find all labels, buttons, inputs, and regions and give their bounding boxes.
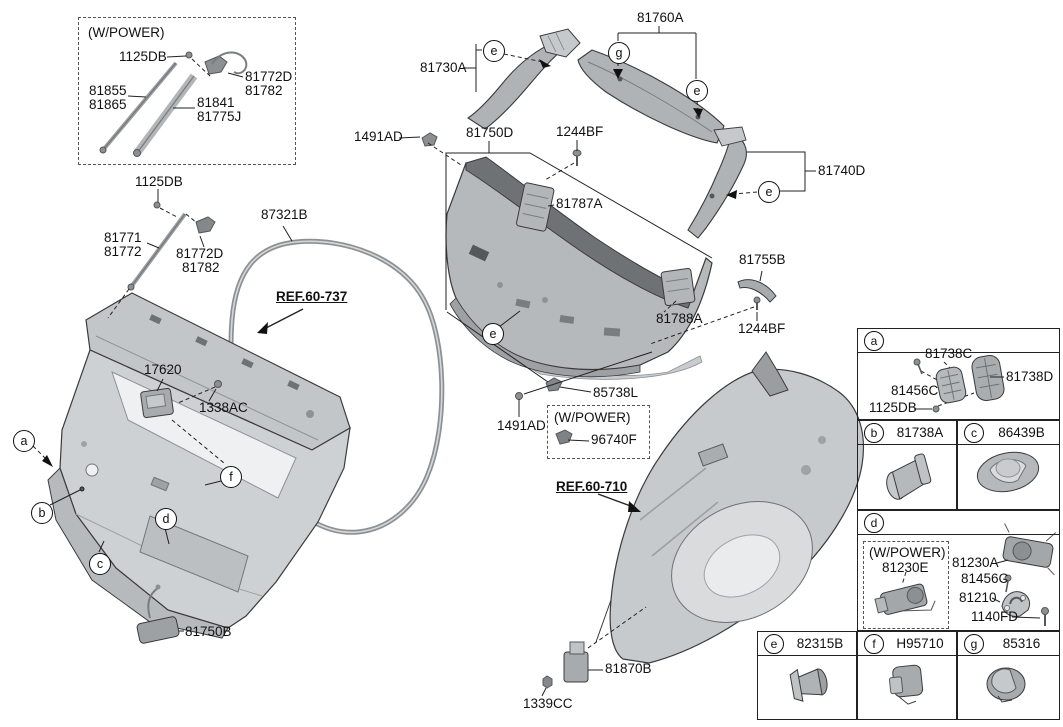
label-H95710: H95710 (896, 636, 944, 651)
label-81782-2: 81782 (182, 260, 220, 275)
callout-c: c (89, 553, 111, 575)
label-81738C: 81738C (925, 346, 973, 361)
label-96740F: 96740F (591, 432, 637, 447)
label-81456C-1: 81456C (891, 383, 939, 398)
tailgate-panel-drawing (47, 292, 351, 639)
label-81738A: 81738A (896, 425, 944, 440)
leader-lines (49, 26, 816, 697)
legend-cell-a: a (857, 328, 1060, 420)
license-lamp-drawing (136, 584, 180, 644)
legend-marker-e: e (764, 633, 784, 654)
legend-cell-c: c 86439B (957, 420, 1060, 510)
power-option-title-3: (W/POWER) (869, 545, 946, 560)
power-option-title-2: (W/POWER) (554, 410, 631, 425)
ref-60-737: REF.60-737 (276, 289, 348, 304)
power-option-box-latch (863, 541, 949, 629)
label-81771: 81771 (104, 230, 142, 245)
label-81230E: 81230E (882, 560, 929, 575)
label-86439B: 86439B (998, 425, 1045, 440)
label-85738L: 85738L (593, 385, 639, 400)
callout-a: a (13, 430, 35, 452)
legend-cell-f: f H95710 (857, 631, 957, 720)
label-81772: 81772 (104, 244, 142, 259)
label-1491AD-1: 1491AD (354, 129, 403, 144)
ref-60-710: REF.60-710 (556, 479, 628, 494)
label-81750B: 81750B (185, 624, 232, 639)
label-1125DB-2: 1125DB (135, 174, 183, 189)
label-81230A: 81230A (952, 555, 999, 570)
label-1140FD: 1140FD (971, 609, 1019, 624)
arrowheads (42, 59, 737, 512)
label-1125DB-1: 1125DB (119, 49, 167, 64)
callout-e-3: e (758, 181, 780, 203)
callout-e-4: e (482, 323, 504, 345)
legend-marker-d: d (864, 512, 884, 533)
tailgate-lifter-drawing (127, 201, 216, 291)
legend-marker-c: c (964, 422, 984, 443)
label-1125DB-3: 1125DB (869, 400, 917, 415)
label-81870B: 81870B (605, 661, 652, 676)
relay-drawing (140, 380, 222, 419)
tailgate-trim-panel-drawing (445, 156, 713, 380)
label-81782-1: 81782 (245, 83, 283, 98)
label-1491AD-2: 1491AD (497, 418, 546, 433)
callout-b: b (31, 502, 53, 524)
label-81456C-2: 81456C (961, 571, 1009, 586)
label-81755B: 81755B (739, 252, 786, 267)
label-81738D: 81738D (1006, 369, 1054, 384)
label-1338AC: 1338AC (199, 400, 248, 415)
label-81210: 81210 (959, 590, 997, 605)
power-option-box-struts (78, 17, 296, 165)
power-option-box-switch (547, 405, 650, 459)
callout-f: f (220, 466, 242, 488)
legend-cell-d: d (857, 510, 1060, 631)
callout-d: d (155, 508, 177, 530)
label-81772D-1: 81772D (245, 69, 293, 84)
legend-part-drawings (789, 354, 1057, 705)
power-option-title: (W/POWER) (88, 25, 165, 40)
label-81788A: 81788A (656, 311, 703, 326)
callout-g: g (608, 42, 630, 64)
label-85316: 85316 (1002, 636, 1041, 651)
callout-e-2: e (686, 80, 708, 102)
legend-marker-b: b (864, 422, 884, 443)
legend-marker-g: g (964, 633, 984, 654)
label-81775J: 81775J (197, 109, 242, 124)
power-strut-drawing (99, 51, 248, 157)
label-1244BF-2: 1244BF (738, 321, 786, 336)
bracket-plate-drawing (516, 182, 555, 232)
legend-cell-e: e 82315B (757, 631, 857, 720)
label-81750D: 81750D (466, 125, 514, 140)
label-81760A: 81760A (637, 10, 684, 25)
legend-marker-f: f (864, 633, 884, 654)
callout-e-1: e (483, 40, 505, 62)
legend-cell-g: g 85316 (957, 631, 1060, 720)
legend-cell-b: b 81738A (857, 420, 957, 510)
label-82315B: 82315B (796, 636, 844, 651)
legend-marker-a: a (864, 330, 884, 351)
label-81855: 81855 (89, 83, 127, 98)
label-1244BF-1: 1244BF (556, 124, 604, 139)
label-1339CC: 1339CC (523, 696, 573, 711)
label-81730A: 81730A (420, 60, 467, 75)
label-81772D-2: 81772D (176, 246, 224, 261)
weatherstrip-drawing (228, 238, 445, 535)
label-81787A: 81787A (556, 196, 603, 211)
quarter-panel-drawing (595, 351, 865, 664)
label-81841: 81841 (197, 95, 235, 110)
label-81740D: 81740D (818, 163, 866, 178)
label-17620: 17620 (144, 362, 182, 377)
label-81865: 81865 (89, 97, 127, 112)
label-87321B: 87321B (261, 207, 308, 222)
cover-pad-drawing (660, 267, 696, 307)
